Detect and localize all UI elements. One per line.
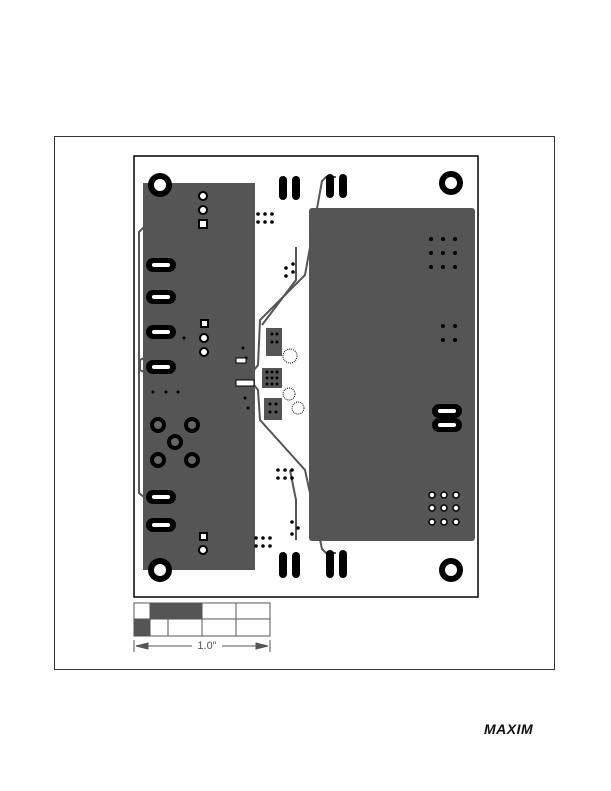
scale-bar — [133, 602, 271, 652]
maxim-logo: MAXIM — [484, 721, 533, 737]
pin-header-bottom — [198, 532, 208, 555]
pin-header-top — [198, 191, 208, 229]
via-clusters — [254, 212, 300, 548]
figure-frame — [54, 136, 555, 670]
svg-text:MAXIM: MAXIM — [484, 721, 533, 737]
left-copper-plane — [143, 183, 255, 570]
speckle-pads — [282, 348, 305, 415]
vias-right — [429, 237, 457, 342]
scale-bar-label: 1.0" — [192, 640, 222, 652]
right-copper-plane — [309, 208, 475, 541]
pin-header-middle — [199, 319, 209, 357]
capacitor-pads-bottom — [279, 550, 347, 578]
via-grid-right — [428, 491, 460, 526]
vias-left — [151, 336, 186, 394]
mounting-holes — [148, 171, 463, 582]
capacitor-pads-top — [279, 174, 347, 200]
